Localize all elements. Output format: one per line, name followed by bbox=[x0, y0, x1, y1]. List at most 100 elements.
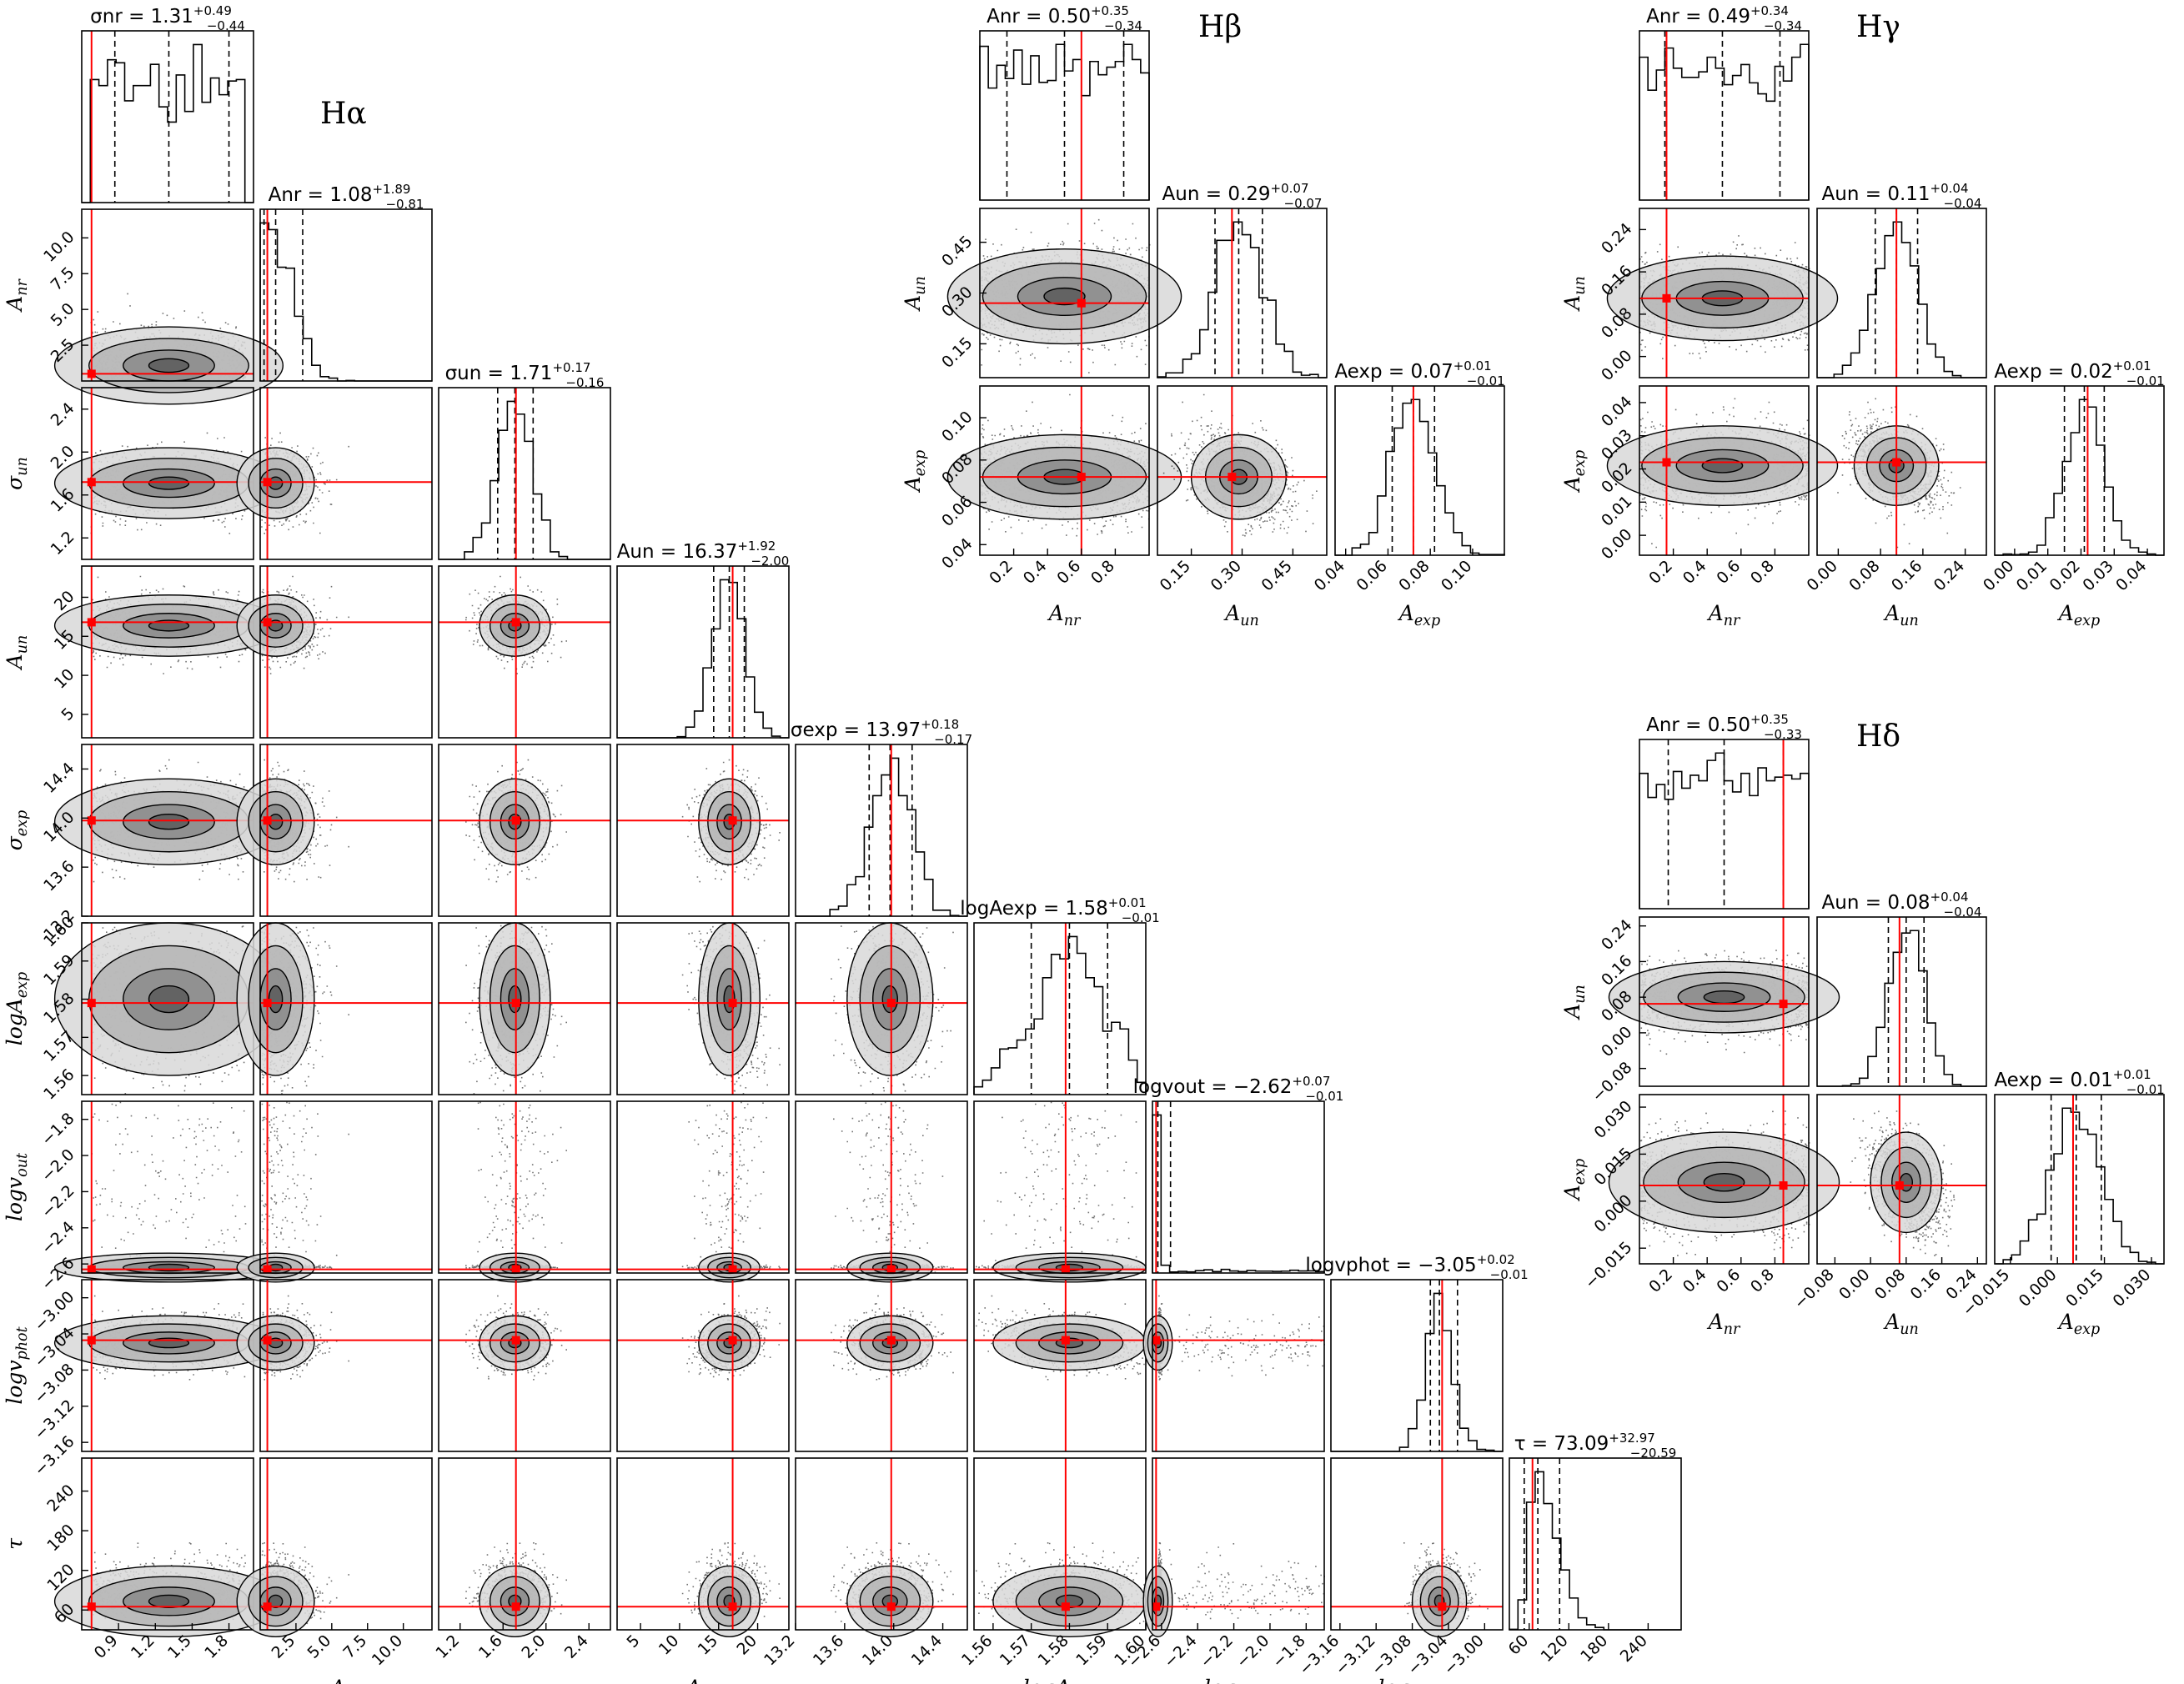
panel-frame bbox=[81, 1457, 254, 1631]
x-axis-label: logvphot bbox=[1378, 1676, 1456, 1684]
x-axis-label: Aun bbox=[1223, 601, 1259, 629]
panel-title: logvout = −2.62+0.07−0.01 bbox=[1133, 1074, 1344, 1104]
corner-3: Anr = 0.50+0.35−0.33−0.080.000.080.160.2… bbox=[1560, 712, 2165, 1338]
panel-title: Anr = 1.08+1.89−0.81 bbox=[269, 182, 424, 212]
histogram-step bbox=[439, 400, 610, 560]
y-tick-label: 5 bbox=[58, 704, 78, 724]
y-tick-label: 13.6 bbox=[40, 857, 78, 895]
panel-frame bbox=[438, 387, 611, 560]
x-axis-label: Anr bbox=[1707, 601, 1741, 629]
panel-title: Aexp = 0.07+0.01−0.01 bbox=[1334, 358, 1504, 388]
x-tick-label: 60 bbox=[1505, 1631, 1533, 1659]
x-tick-label: 13.2 bbox=[761, 1631, 798, 1669]
panel-frame bbox=[1816, 916, 1987, 1087]
histogram-step bbox=[259, 222, 432, 382]
group-title-hdelta: Hδ bbox=[1856, 719, 1900, 754]
x-tick-label: 0.6 bbox=[1713, 1266, 1744, 1296]
x-tick-label: 0.9 bbox=[91, 1631, 122, 1662]
density-contour-3 bbox=[148, 358, 190, 373]
panel-frame bbox=[1152, 1457, 1325, 1631]
truth-marker bbox=[1895, 1181, 1904, 1190]
y-tick-label: 10 bbox=[51, 665, 78, 693]
x-tick-label: 0.015 bbox=[2062, 1266, 2107, 1311]
histogram-step bbox=[1157, 221, 1327, 378]
truth-marker bbox=[263, 816, 272, 825]
panel-frame bbox=[259, 387, 433, 560]
panel-frame bbox=[259, 1100, 433, 1274]
x-tick-label: −2.0 bbox=[1233, 1631, 1273, 1671]
y-tick-label: 0.15 bbox=[938, 333, 976, 371]
x-tick-label: 0.01 bbox=[2013, 557, 2051, 594]
truth-marker bbox=[263, 1265, 272, 1274]
y-tick-label: 0.10 bbox=[938, 408, 976, 445]
x-tick-label: −0.08 bbox=[1790, 1266, 1838, 1313]
x-tick-label: 240 bbox=[1617, 1631, 1651, 1666]
x-tick-label: 0.00 bbox=[1980, 557, 2017, 594]
x-tick-label: 0.04 bbox=[1311, 557, 1348, 594]
panel-frame bbox=[438, 1457, 611, 1631]
panel-0-5-4 bbox=[795, 922, 968, 1095]
panel-frame bbox=[438, 922, 611, 1095]
truth-marker bbox=[87, 369, 96, 378]
truth-marker bbox=[886, 1265, 896, 1274]
x-tick-label: 0.2 bbox=[1645, 1266, 1676, 1296]
truth-marker bbox=[728, 1336, 737, 1345]
panel-frame bbox=[1816, 208, 1987, 378]
truth-marker bbox=[1077, 298, 1086, 308]
x-tick-label: 180 bbox=[1577, 1631, 1611, 1666]
truth-marker bbox=[511, 1265, 520, 1274]
density-contour-3 bbox=[1043, 287, 1086, 306]
histogram-step bbox=[1335, 398, 1505, 556]
panel-frame bbox=[438, 565, 611, 739]
panel-0-6-6: logvout = −2.62+0.07−0.01 bbox=[1133, 1074, 1344, 1274]
y-axis-label: logAexp bbox=[3, 972, 31, 1046]
x-tick-label: 0.08 bbox=[1871, 1266, 1909, 1303]
panel-frame bbox=[1639, 385, 1810, 556]
panel-0-6-2 bbox=[438, 1100, 611, 1283]
x-tick-label: 14.4 bbox=[908, 1631, 946, 1669]
density-contour-3 bbox=[148, 985, 190, 1014]
x-tick-label: 5.0 bbox=[304, 1631, 334, 1662]
x-tick-label: −3.12 bbox=[1332, 1631, 1379, 1679]
panel-0-7-3 bbox=[616, 1279, 790, 1452]
panel-title: σexp = 13.97+0.18−0.17 bbox=[791, 717, 972, 747]
x-tick-label: 0.02 bbox=[2046, 557, 2084, 594]
x-tick-label: 0.45 bbox=[1258, 557, 1295, 594]
truth-marker bbox=[886, 1336, 896, 1345]
histogram-step bbox=[1817, 221, 1986, 378]
truth-marker bbox=[87, 1602, 96, 1611]
y-tick-label: −1.8 bbox=[38, 1110, 78, 1150]
x-tick-label: 0.10 bbox=[1438, 557, 1475, 594]
x-axis-label: σun bbox=[508, 1676, 541, 1684]
x-axis-label: Anr bbox=[1047, 601, 1082, 629]
truth-marker bbox=[728, 999, 737, 1008]
scatter-points bbox=[1162, 393, 1318, 537]
panel-2-2-2: Aexp = 0.02+0.01−0.010.000.010.020.030.0… bbox=[1980, 358, 2165, 629]
density-contour-3 bbox=[148, 1594, 190, 1608]
x-axis-label: Anr bbox=[329, 1676, 363, 1684]
truth-marker bbox=[886, 999, 896, 1008]
panel-0-7-2 bbox=[438, 1279, 611, 1452]
truth-marker bbox=[886, 1602, 896, 1611]
x-axis-label: σexp bbox=[861, 1676, 902, 1684]
panel-frame bbox=[1816, 385, 1987, 556]
truth-marker bbox=[263, 1602, 272, 1611]
x-tick-label: 0.6 bbox=[1713, 557, 1744, 588]
panel-1-1-1: Aun = 0.29+0.07−0.07 bbox=[1157, 181, 1328, 378]
truth-marker bbox=[1662, 458, 1671, 467]
truth-marker bbox=[1077, 473, 1086, 482]
panel-title: Aexp = 0.02+0.01−0.01 bbox=[1994, 358, 2164, 388]
group-title-halpha: Hα bbox=[320, 97, 367, 131]
